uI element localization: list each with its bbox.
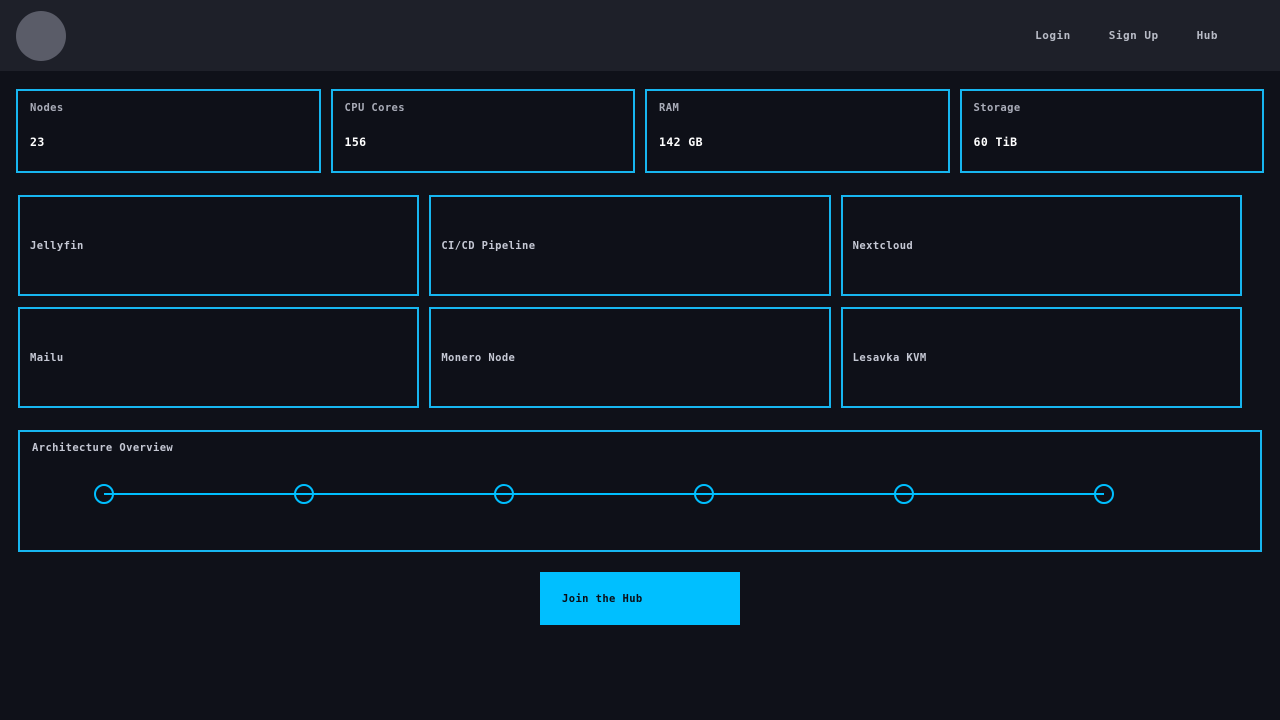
stat-card-storage: Storage 60 TiB [959, 89, 1264, 173]
site-header: Login Sign Up Hub [0, 0, 1280, 71]
architecture-node-3[interactable] [494, 484, 514, 504]
service-name: Nextcloud [852, 239, 914, 252]
stats-row: Nodes 23 CPU Cores 156 RAM 142 GB Storag… [0, 71, 1280, 173]
primary-nav: Login Sign Up Hub [1035, 29, 1218, 42]
architecture-title: Architecture Overview [32, 442, 174, 454]
architecture-node-6[interactable] [1094, 484, 1114, 504]
stat-label: Nodes [30, 102, 64, 114]
cta-row: Join the Hub [0, 552, 1280, 625]
stat-value: 60 TiB [973, 135, 1018, 149]
join-the-hub-button[interactable]: Join the Hub [540, 572, 740, 625]
service-name: CI/CD Pipeline [441, 239, 536, 252]
stat-card-ram: RAM 142 GB [645, 89, 950, 173]
stat-value: 23 [30, 135, 45, 149]
architecture-node-5[interactable] [894, 484, 914, 504]
stat-card-nodes: Nodes 23 [16, 89, 321, 173]
nav-link-signup[interactable]: Sign Up [1108, 29, 1159, 42]
stat-card-cpu-cores: CPU Cores 156 [330, 89, 635, 173]
service-name: Monero Node [441, 351, 516, 364]
stat-value: 142 GB [659, 135, 703, 149]
stat-label: RAM [659, 102, 680, 114]
architecture-section: Architecture Overview [0, 408, 1280, 552]
service-name: Mailu [30, 351, 64, 364]
service-card-jellyfin[interactable]: Jellyfin [18, 195, 420, 296]
avatar[interactable] [16, 10, 66, 61]
stat-value: 156 [344, 135, 367, 149]
service-card-monero-node[interactable]: Monero Node [429, 307, 831, 408]
architecture-node-4[interactable] [694, 484, 714, 504]
architecture-node-1[interactable] [94, 484, 114, 504]
service-name: Jellyfin [30, 239, 84, 252]
services-grid: Jellyfin CI/CD Pipeline Nextcloud Mailu … [0, 173, 1280, 408]
service-card-lesavka-kvm[interactable]: Lesavka KVM [840, 307, 1242, 408]
nav-link-login[interactable]: Login [1035, 29, 1071, 42]
stat-label: CPU Cores [344, 102, 405, 114]
architecture-node-2[interactable] [294, 484, 314, 504]
stat-label: Storage [973, 102, 1021, 114]
service-card-cicd-pipeline[interactable]: CI/CD Pipeline [429, 195, 831, 296]
service-name: Lesavka KVM [852, 351, 927, 364]
architecture-diagram [94, 484, 1114, 504]
architecture-panel: Architecture Overview [18, 430, 1262, 552]
nav-link-hub[interactable]: Hub [1196, 29, 1218, 42]
service-card-nextcloud[interactable]: Nextcloud [840, 195, 1242, 296]
service-card-mailu[interactable]: Mailu [18, 307, 420, 408]
